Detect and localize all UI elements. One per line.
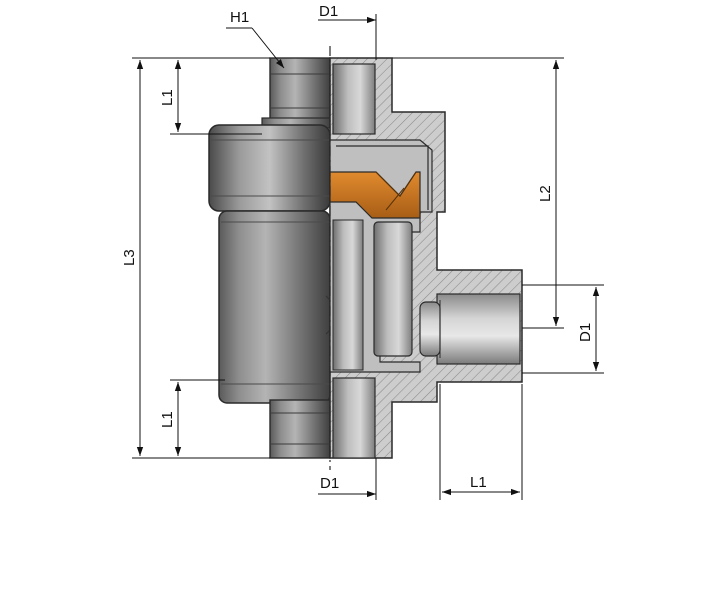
valve-body-cylinder (218, 210, 331, 404)
bottom-hex-fitting (269, 399, 331, 459)
valve-cap (208, 124, 331, 212)
side-outlet-bore (436, 293, 521, 365)
dimensions (132, 14, 604, 500)
label-d1-side: D1 (577, 323, 594, 342)
label-h1: H1 (230, 9, 249, 26)
label-l1-bottom: L1 (159, 411, 176, 428)
top-hex-fitting (269, 57, 331, 125)
label-l3: L3 (121, 249, 138, 266)
section-view (329, 46, 523, 470)
exterior-view (208, 57, 331, 459)
label-l1-top: L1 (159, 89, 176, 106)
label-l1-side: L1 (470, 474, 487, 491)
label-d1-bottom: D1 (320, 475, 339, 492)
label-l2: L2 (537, 185, 554, 202)
screen-tube (373, 221, 413, 357)
label-d1-top: D1 (319, 3, 338, 20)
